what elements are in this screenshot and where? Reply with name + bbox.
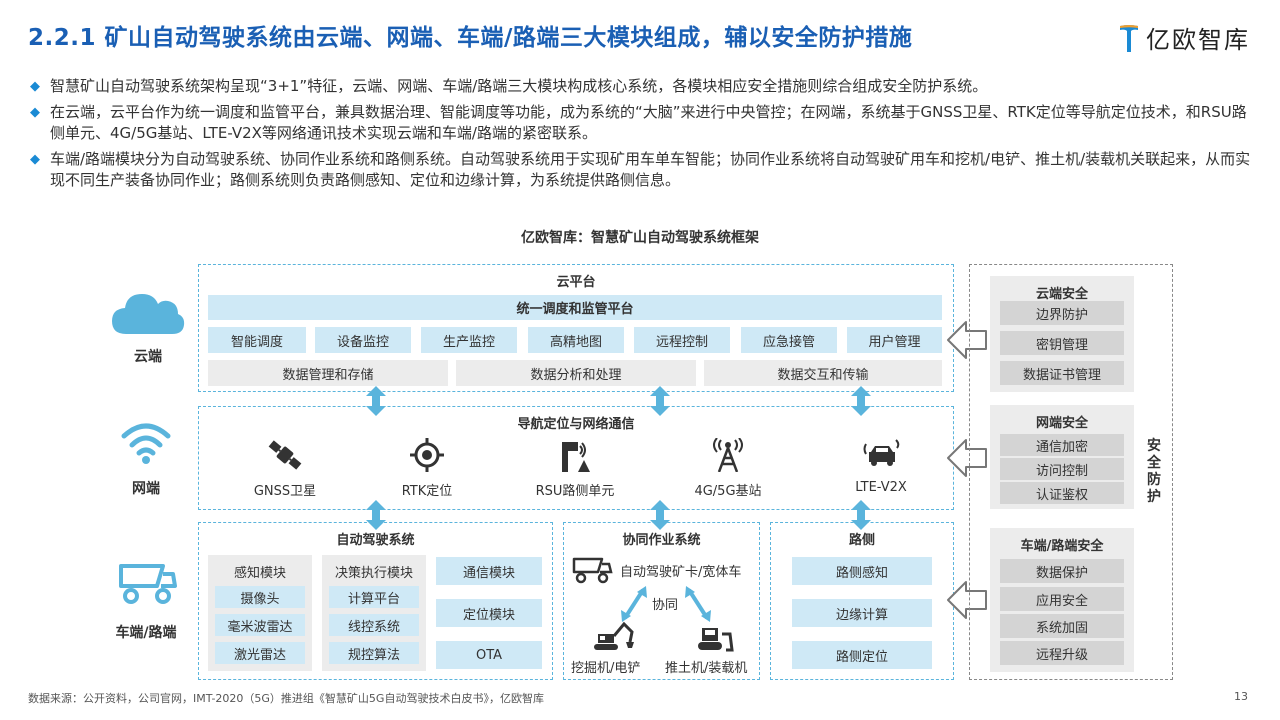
network-title: 导航定位与网络通信 (517, 417, 635, 432)
security-item: 应用安全 (1000, 587, 1124, 611)
wifi-icon (121, 423, 171, 464)
security-frame (969, 264, 1173, 680)
perception-head: 感知模块 (233, 566, 286, 581)
diagonal-arrow-icon (685, 586, 711, 622)
cloud-data-box: 数据分析和处理 (456, 360, 696, 386)
decision-item: 线控系统 (329, 614, 419, 636)
network-item-rtk: RTK定位 (362, 438, 492, 499)
security-cloud-title: 云端安全 (1035, 287, 1088, 302)
security-item: 远程升级 (1000, 641, 1124, 665)
cloud-module: 应急接管 (741, 327, 837, 353)
mining-truck-icon (119, 564, 177, 604)
cloud-data-box: 数据交互和传输 (704, 360, 942, 386)
logo-icon (1120, 24, 1138, 52)
security-item: 边界防护 (1000, 301, 1124, 325)
page-number: 13 (1234, 690, 1248, 703)
perception-item: 摄像头 (215, 586, 305, 608)
cooperative-title: 协同作业系统 (622, 533, 701, 548)
perception-item: 毫米波雷达 (215, 614, 305, 636)
cooperative-frame (563, 522, 760, 680)
diamond-icon: ◆ (30, 152, 40, 167)
cooperative-middle-label: 协同 (652, 598, 679, 613)
page-title: 2.2.1 矿山自动驾驶系统由云端、网端、车端/路端三大模块组成，辅以安全防护措… (28, 25, 913, 51)
security-item: 通信加密 (1000, 434, 1124, 456)
tower-icon (713, 438, 743, 472)
logo: 亿欧智库 (1118, 20, 1250, 55)
network-item-v2x: LTE-V2X (816, 438, 946, 495)
decision-head: 决策执行模块 (334, 566, 413, 581)
autodrive-title: 自动驾驶系统 (336, 533, 415, 548)
rsu-icon (562, 442, 590, 472)
row-label-network: 网端 (132, 481, 160, 497)
decision-item: 计算平台 (329, 586, 419, 608)
row-label-vehicle: 车端/路端 (115, 625, 177, 641)
bullet-item: ◆智慧矿山自动驾驶系统架构呈现“3+1”特征，云端、网端、车端/路端三大模块构成… (30, 77, 988, 95)
v2x-car-icon (863, 439, 900, 466)
left-arrow-icon (947, 321, 987, 359)
roadside-title: 路侧 (848, 533, 875, 548)
row-label-cloud: 云端 (134, 349, 162, 365)
network-item-label: 4G/5G基站 (694, 484, 762, 499)
cloud-module: 高精地图 (528, 327, 624, 353)
cooperative-dozer-label: 推土机/装载机 (665, 661, 748, 676)
figure-title: 亿欧智库：智慧矿山自动驾驶系统框架 (521, 230, 759, 246)
left-arrow-icon (947, 581, 987, 619)
autodrive-module: OTA (436, 641, 542, 669)
cooperative-excavator-label: 挖掘机/电铲 (571, 661, 641, 676)
bullet-list: ◆智慧矿山自动驾驶系统架构呈现“3+1”特征，云端、网端、车端/路端三大模块构成… (30, 76, 1258, 196)
security-item: 系统加固 (1000, 614, 1124, 638)
network-item-label: GNSS卫星 (253, 484, 317, 499)
perception-item: 激光雷达 (215, 642, 305, 664)
cloud-platform-frame (198, 264, 954, 392)
autodrive-frame (198, 522, 553, 680)
satellite-icon (268, 440, 302, 470)
network-item-gnss: GNSS卫星 (220, 438, 350, 499)
network-item-rsu: RSU路侧单元 (510, 438, 640, 499)
security-item: 数据保护 (1000, 559, 1124, 583)
logo-text: 亿欧智库 (1146, 26, 1250, 54)
roadside-item: 路侧定位 (792, 641, 932, 669)
network-item-base-station: 4G/5G基站 (663, 438, 793, 499)
security-network-title: 网端安全 (1035, 416, 1088, 431)
security-label: 安全防护 (1147, 438, 1161, 505)
decision-item: 规控算法 (329, 642, 419, 664)
security-item: 认证鉴权 (1000, 482, 1124, 504)
cloud-platform-title: 云平台 (556, 275, 596, 290)
cloud-module: 设备监控 (315, 327, 411, 353)
double-arrow-icon (650, 386, 670, 416)
roadside-item: 路侧感知 (792, 557, 932, 585)
autodrive-module: 定位模块 (436, 599, 542, 627)
diagonal-arrow-icon (621, 586, 647, 622)
network-item-label: RSU路侧单元 (535, 484, 615, 499)
left-arrow-icon (947, 439, 987, 477)
cloud-icon (112, 294, 185, 334)
double-arrow-icon (851, 386, 871, 416)
bulldozer-icon (698, 628, 734, 652)
security-item: 数据证书管理 (1000, 361, 1124, 385)
security-item: 密钥管理 (1000, 331, 1124, 355)
cloud-platform-bar: 统一调度和监管平台 (208, 295, 942, 320)
crosshair-icon (410, 438, 444, 472)
cooperative-truck-label: 自动驾驶矿卡/宽体车 (620, 565, 742, 580)
diamond-icon: ◆ (30, 79, 40, 94)
security-item: 访问控制 (1000, 458, 1124, 480)
bullet-item: ◆在云端，云平台作为统一调度和监管平台，兼具数据治理、智能调度等功能，成为系统的… (30, 103, 1247, 142)
network-item-label: LTE-V2X (855, 480, 907, 495)
bullet-item: ◆车端/路端模块分为自动驾驶系统、协同作业系统和路侧系统。自动驾驶系统用于实现矿… (30, 150, 1251, 189)
cloud-data-box: 数据管理和存储 (208, 360, 448, 386)
cloud-module: 用户管理 (847, 327, 942, 353)
diamond-icon: ◆ (30, 105, 40, 120)
excavator-icon (594, 621, 634, 650)
cloud-module: 远程控制 (634, 327, 730, 353)
autodrive-module: 通信模块 (436, 557, 542, 585)
mining-truck-icon (572, 557, 613, 584)
double-arrow-icon (366, 386, 386, 416)
cloud-module: 生产监控 (421, 327, 517, 353)
cloud-module: 智能调度 (208, 327, 306, 353)
security-vehicle-title: 车端/路端安全 (1020, 539, 1104, 554)
roadside-item: 边缘计算 (792, 599, 932, 627)
source-note: 数据来源：公开资料，公司官网，IMT-2020（5G）推进组《智慧矿山5G自动驾… (28, 692, 544, 705)
network-item-label: RTK定位 (401, 484, 453, 499)
